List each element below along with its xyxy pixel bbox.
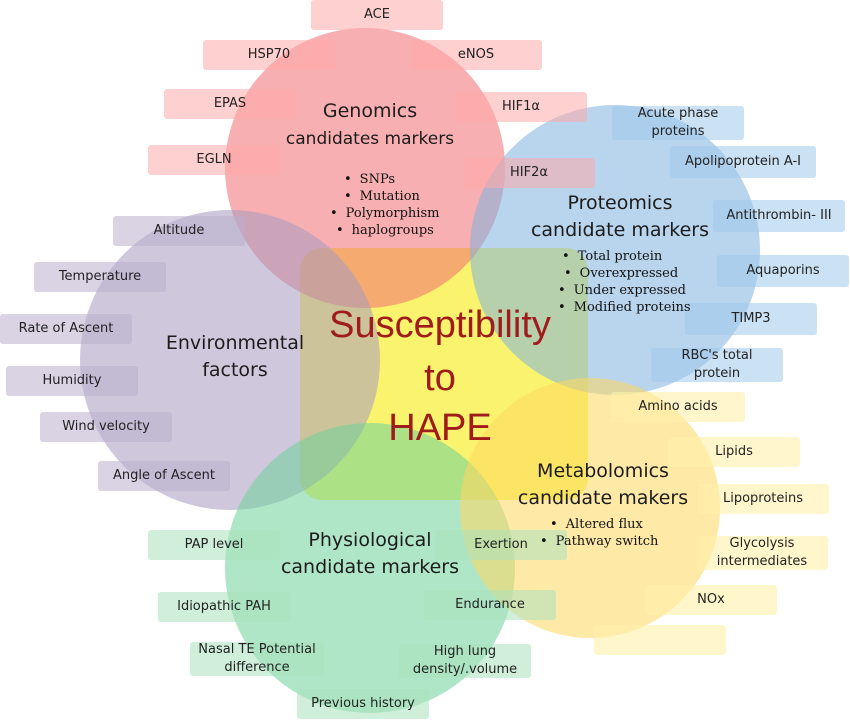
center-title-line1: Susceptibility: [329, 304, 551, 346]
genomics-tag-hif1a: HIF1α: [455, 92, 587, 122]
physiological-tag-idiopathic-pah: Idiopathic PAH: [158, 592, 290, 622]
genomics-bullet: SNPs: [330, 171, 439, 188]
environmental-tag-temperature: Temperature: [34, 262, 166, 292]
metabolomics-title: Metabolomics candidate makers: [503, 458, 703, 511]
genomics-tag-epas: EPAS: [164, 89, 296, 119]
genomics-bullet: haplogroups: [330, 222, 439, 239]
proteomics-bullets: Total protein Overexpressed Under expres…: [548, 248, 691, 316]
proteomics-tag-timp3: TIMP3: [685, 303, 817, 335]
environmental-title-line1: Environmental: [165, 332, 305, 354]
proteomics-tag-rbc-protein: RBC's total protein: [651, 348, 783, 382]
genomics-tag-enos: eNOS: [410, 40, 542, 70]
metabolomics-tag-empty: [594, 625, 726, 655]
environmental-tag-humidity: Humidity: [6, 366, 138, 396]
environmental-tag-angle-of-ascent: Angle of Ascent: [98, 461, 230, 491]
metabolomics-bullet: Altered flux: [540, 516, 658, 533]
genomics-bullet: Polymorphism: [330, 205, 440, 222]
physiological-title-line1: Physiological: [308, 529, 432, 551]
proteomics-bullet: Overexpressed: [548, 265, 691, 282]
genomics-title-line2: candidates markers: [285, 128, 455, 149]
genomics-bullets: SNPs Mutation Polymorphism haplogroups: [330, 171, 440, 239]
genomics-title: Genomics candidates markers: [275, 98, 465, 151]
genomics-title-line1: Genomics: [322, 100, 418, 122]
metabolomics-tag-lipoproteins: Lipoproteins: [697, 484, 829, 514]
proteomics-tag-apolipoprotein: Apolipoprotein A-I: [670, 146, 816, 178]
metabolomics-bullets: Altered flux Pathway switch: [540, 516, 659, 550]
metabolomics-tag-glycolysis: Glycolysis intermediates: [696, 536, 828, 570]
proteomics-tag-acute-phase: Acute phase proteins: [612, 106, 744, 140]
physiological-tag-nasal-te: Nasal TE Potential difference: [190, 642, 324, 676]
proteomics-tag-antithrombin: Antithrombin- III: [713, 200, 845, 232]
metabolomics-circle: [460, 378, 720, 638]
metabolomics-title-line1: Metabolomics: [537, 460, 669, 482]
center-title-line3: HAPE: [388, 407, 492, 449]
environmental-title-line2: factors: [202, 358, 268, 381]
proteomics-title: Proteomics candidate markers: [515, 190, 725, 243]
environmental-tag-wind-velocity: Wind velocity: [40, 412, 172, 442]
proteomics-bullet: Modified proteins: [548, 299, 691, 316]
genomics-tag-hif2a: HIF2α: [463, 158, 595, 188]
physiological-title-line2: candidate markers: [280, 555, 460, 578]
metabolomics-bullet: Pathway switch: [540, 533, 659, 550]
environmental-title: Environmental factors: [150, 330, 320, 383]
proteomics-bullet: Total protein: [548, 248, 691, 265]
metabolomics-title-line2: candidate makers: [517, 486, 689, 509]
physiological-circle: [225, 423, 515, 713]
physiological-tag-pap-level: PAP level: [148, 530, 280, 560]
proteomics-tag-aquaporins: Aquaporins: [717, 255, 849, 287]
physiological-tag-endurance: Endurance: [424, 590, 556, 620]
physiological-tag-previous-history: Previous history: [297, 689, 429, 719]
genomics-bullet: Mutation: [330, 188, 439, 205]
genomics-tag-egln: EGLN: [148, 145, 280, 175]
center-title-line2: to: [424, 357, 456, 399]
metabolomics-tag-nox: NOx: [645, 585, 777, 615]
physiological-title: Physiological candidate markers: [265, 527, 475, 580]
environmental-tag-rate-of-ascent: Rate of Ascent: [0, 314, 132, 344]
metabolomics-tag-amino-acids: Amino acids: [611, 392, 745, 422]
genomics-tag-ace: ACE: [311, 0, 443, 30]
proteomics-title-line2: candidate markers: [530, 218, 710, 241]
environmental-tag-altitude: Altitude: [113, 216, 245, 246]
proteomics-bullet: Under expressed: [548, 282, 691, 299]
proteomics-title-line1: Proteomics: [567, 192, 673, 214]
metabolomics-tag-lipids: Lipids: [668, 437, 800, 467]
genomics-tag-hsp70: HSP70: [203, 40, 335, 70]
physiological-tag-high-lung-density: High lung density/.volume: [399, 644, 531, 678]
